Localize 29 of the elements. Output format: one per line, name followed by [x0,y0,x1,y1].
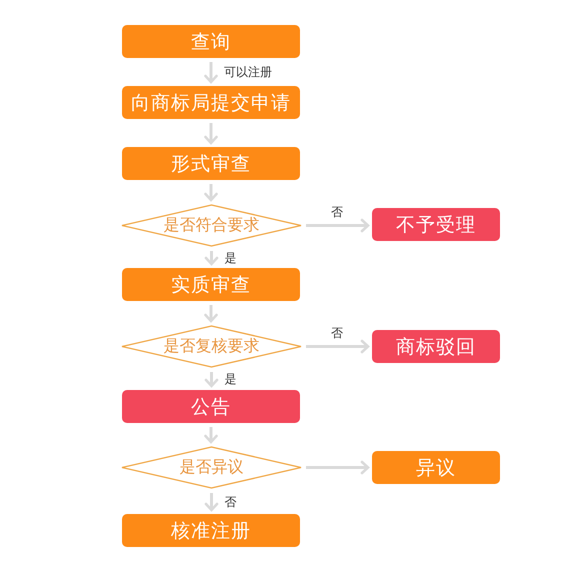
edge-label: 是 [224,372,236,386]
edge-label: 否 [331,326,343,340]
decision-diamond: 是否复核要求 [121,325,302,368]
edge-label: 否 [224,494,236,508]
arrow [306,218,370,232]
edge-label: 是 [224,250,236,264]
arrow [204,251,218,266]
process-box: 向商标局提交申请 [122,86,300,119]
edge-label: 可以注册 [224,65,272,79]
decision-diamond: 是否符合要求 [121,204,302,247]
arrow [204,372,218,388]
process-box: 商标驳回 [372,330,500,363]
edge-label: 否 [331,204,343,218]
process-box: 形式审查 [122,147,300,180]
process-box: 核准注册 [122,514,300,547]
arrow [306,340,370,354]
arrow [204,62,218,84]
arrow [204,123,218,144]
arrow [204,184,218,202]
arrow [204,427,218,444]
arrow [204,493,218,512]
process-box: 不予受理 [372,208,500,241]
arrow [204,305,218,322]
process-box: 公告 [122,390,300,423]
process-box: 查询 [122,25,300,58]
process-box: 异议 [372,451,500,484]
decision-diamond: 是否异议 [121,446,302,489]
process-box: 实质审查 [122,268,300,301]
arrow [306,460,370,474]
